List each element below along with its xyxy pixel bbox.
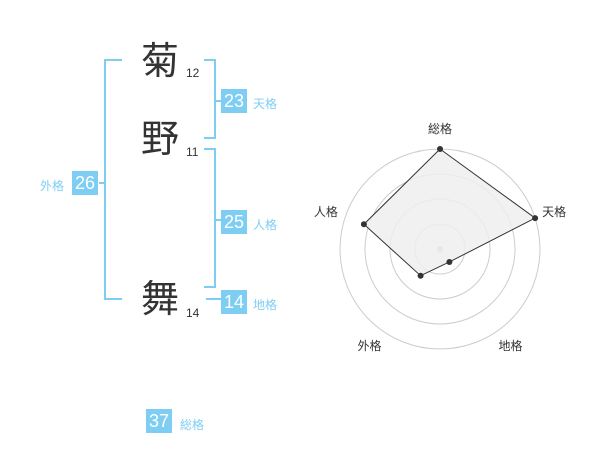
- radar-axis-label: 総格: [428, 121, 452, 136]
- jinkaku-label: 人格: [253, 218, 278, 232]
- stroke-count-2: 11: [186, 145, 199, 159]
- jinkaku-connector: [215, 219, 221, 221]
- soukaku-label: 総格: [180, 418, 205, 432]
- gaikaku-value: 26: [72, 171, 99, 195]
- radar-axis-label: 天格: [542, 204, 566, 219]
- radar-axis-label: 地格: [499, 338, 523, 353]
- gaikaku-bracket: [104, 59, 122, 300]
- stroke-count-1: 12: [186, 66, 200, 80]
- name-char-3: 舞: [141, 277, 180, 321]
- name-char-2: 野: [141, 117, 180, 161]
- radar-point: [532, 215, 539, 222]
- gaikaku-connector: [99, 182, 105, 184]
- tenkaku-connector: [215, 100, 221, 102]
- chikaku-connector: [206, 298, 221, 300]
- radar-point: [446, 258, 453, 265]
- radar-point: [360, 221, 367, 228]
- stroke-count-3: 14: [186, 306, 200, 320]
- soukaku-value: 37: [146, 409, 173, 433]
- radar-point: [437, 146, 443, 152]
- chikaku-label: 地格: [253, 298, 278, 312]
- radar-point: [417, 272, 424, 279]
- tenkaku-bracket: [204, 59, 216, 139]
- radar-axis-label: 人格: [314, 204, 338, 219]
- chikaku-value: 14: [221, 290, 248, 314]
- radar-axis-label: 外格: [357, 338, 381, 353]
- jinkaku-value: 25: [221, 210, 248, 234]
- jinkaku-bracket: [204, 148, 216, 288]
- tenkaku-value: 23: [221, 89, 248, 113]
- name-char-1: 菊: [141, 39, 180, 83]
- tenkaku-label: 天格: [253, 97, 278, 111]
- gaikaku-label: 外格: [40, 179, 65, 193]
- radar-polygon: [363, 148, 537, 277]
